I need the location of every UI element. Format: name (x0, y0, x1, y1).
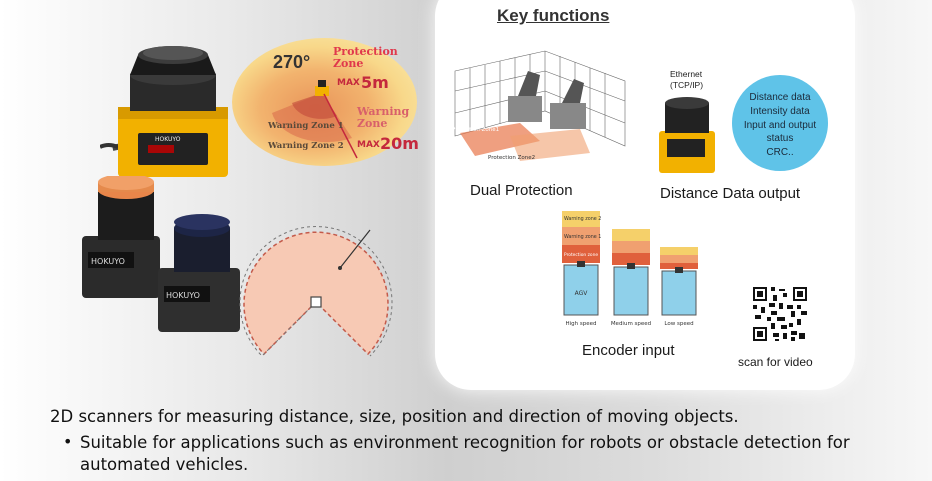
tcp-ip-label: (TCP/IP) (670, 80, 703, 90)
dual-protection-caption: Dual Protection (470, 182, 573, 199)
bubble-line: Distance data (749, 92, 811, 103)
protection-zone-1-label: Protection zone 1 (564, 252, 602, 258)
protection-range-label: 5m (361, 73, 389, 92)
description-main: 2D scanners for measuring distance, size… (50, 407, 739, 426)
brand-label: HOKUYO (91, 257, 125, 266)
distance-data-caption: Distance Data output (660, 185, 801, 202)
distance-data-image: Ethernet (TCP/IP) Distance data Intensit… (643, 41, 835, 179)
warning-range-label: 20m (380, 134, 419, 153)
bubble-line: CRC.. (766, 147, 793, 158)
bubble-line: Intensity data (750, 106, 810, 117)
safety-scanner-image: HOKUYO (100, 46, 228, 177)
speed-label: High speed (565, 321, 596, 327)
scan-coverage-fan (239, 226, 393, 357)
dual-protection-image: Protection Zone1 Protection Zone2 (450, 41, 628, 171)
bullet-icon: • (63, 432, 73, 451)
warning-zone-2-label: Warning Zone 2 (268, 141, 344, 151)
agv-label: AGV (575, 290, 589, 297)
qr-code-icon[interactable] (751, 285, 809, 343)
zone-sector-graphic (272, 80, 358, 159)
max-label: MAX (337, 78, 360, 88)
warning-zone-1-label: Warning Zone 1 (268, 121, 344, 131)
scan-angle-label: 270° (273, 52, 311, 72)
encoder-input-caption: Encoder input (582, 342, 675, 359)
bubble-line: Input and output (744, 120, 817, 131)
ethernet-label: Ethernet (670, 69, 703, 79)
warning-zone-1-label: Warning zone 1 (564, 234, 601, 240)
compact-scanners-image: HOKUYO HOKUYO (82, 176, 240, 332)
bubble-line: status (767, 133, 794, 144)
brand-label: HOKUYO (155, 136, 181, 143)
max-label: MAX (357, 140, 380, 150)
warning-zone-label: Warning Zone (357, 105, 410, 130)
speed-label: Medium speed (611, 321, 651, 327)
brand-label: HOKUYO (166, 291, 200, 300)
speed-label: Low speed (664, 321, 693, 327)
qr-caption: scan for video (738, 355, 813, 369)
protection-zone-1-label: Protection Zone1 (452, 127, 499, 133)
key-functions-title: Key functions (497, 6, 610, 25)
warning-zone-2-label: Warning zone 2 (564, 216, 601, 222)
encoder-input-image: Warning zone 2 Warning zone 1 Protection… (552, 205, 705, 329)
description-bullet: Suitable for applications such as enviro… (80, 433, 850, 474)
protection-zone-label: Protection Zone (333, 45, 398, 70)
protection-zone-2-label: Protection Zone2 (488, 155, 535, 161)
